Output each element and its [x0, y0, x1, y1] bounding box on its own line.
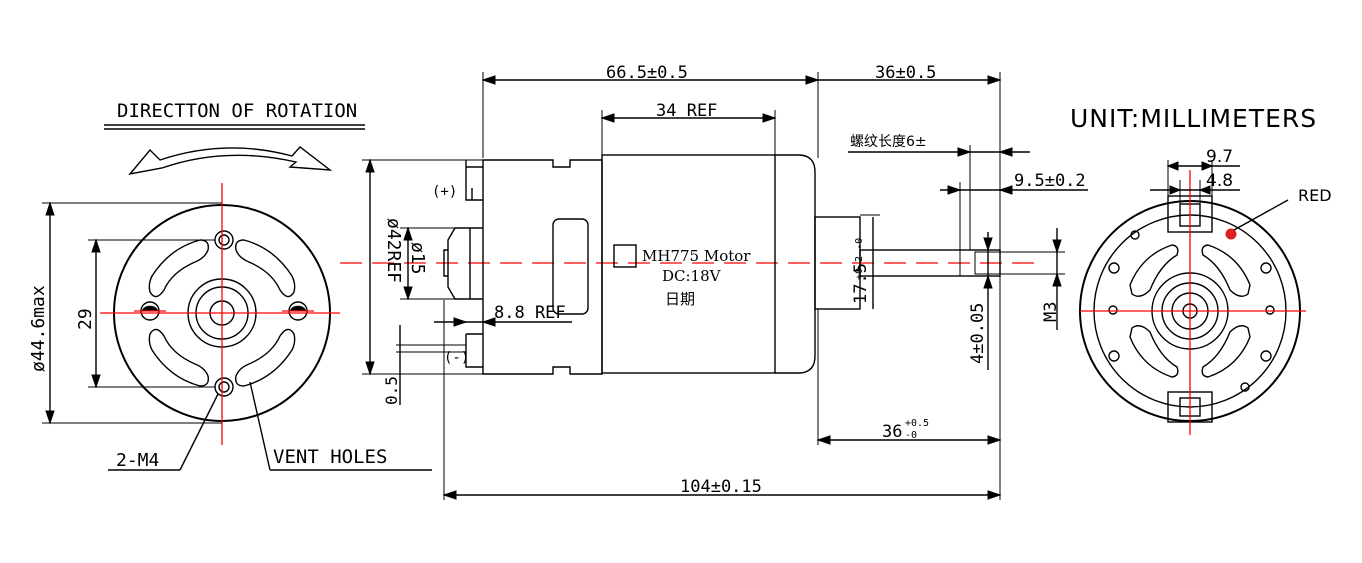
- dim-can-length: 34 REF: [656, 101, 717, 121]
- dim-terminal-offset: 8.8 REF: [494, 303, 566, 323]
- direction-of-rotation-label: DIRECTTON OF ROTATION: [117, 100, 357, 122]
- dim-front-diameter: ø44.6max: [28, 285, 49, 372]
- dim-thread: M3: [1041, 302, 1061, 322]
- dim-shaft-extension-bottom: 36: [882, 422, 902, 442]
- dim-terminal-thickness: 0.5: [382, 376, 401, 405]
- dim-terminal-slot: 4.8: [1206, 171, 1233, 191]
- dim-terminal-width: 9.7: [1206, 147, 1233, 167]
- red-lead-label: RED: [1298, 186, 1332, 205]
- motor-date-label: 日期: [665, 290, 695, 308]
- dim-hole-spacing: 29: [75, 308, 96, 330]
- thread-length-label: 螺纹长度6±: [850, 134, 927, 150]
- side-view: (+) (-) MH775 Motor DC:18V 日期 66.5±0.5: [340, 63, 1088, 500]
- front-view: DIRECTTON OF ROTATION: [28, 100, 432, 471]
- dim-boss-diameter: ø15: [407, 242, 428, 275]
- dim-can-diameter: ø42REF: [383, 218, 404, 283]
- vent-holes-label: VENT HOLES: [273, 446, 387, 468]
- terminal-minus-label: (-): [444, 350, 469, 366]
- rotation-arrow: [128, 146, 333, 176]
- motor-voltage-label: DC:18V: [662, 267, 722, 285]
- dim-flat-length: 9.5±0.2: [1014, 171, 1086, 191]
- dim-shaft-diameter: 4±0.05: [968, 303, 988, 364]
- unit-label: UNIT:MILLIMETERS: [1070, 104, 1317, 133]
- dim-overall-length: 104±0.15: [680, 477, 762, 497]
- terminal-plus-label: (+): [432, 184, 457, 200]
- dim-shaft-extension-bottom-tol-plus: +0.5: [905, 418, 929, 429]
- dim-boss-length: 17.5: [851, 263, 871, 304]
- motor-name-label: MH775 Motor: [642, 247, 751, 265]
- red-lead-dot: [1225, 228, 1237, 240]
- dim-shaft-extension-top: 36±0.5: [875, 63, 936, 83]
- dim-boss-length-tolerance: +0.2 -0: [854, 238, 865, 280]
- m4-hole-top: [214, 230, 234, 250]
- two-m4-label: 2-M4: [116, 450, 159, 471]
- dim-shaft-extension-bottom-tol-minus: -0: [905, 430, 917, 441]
- rear-view: UNIT:MILLIMETERS RED: [1070, 104, 1332, 435]
- dim-body-length: 66.5±0.5: [606, 63, 688, 83]
- m4-hole-bottom: [214, 377, 234, 397]
